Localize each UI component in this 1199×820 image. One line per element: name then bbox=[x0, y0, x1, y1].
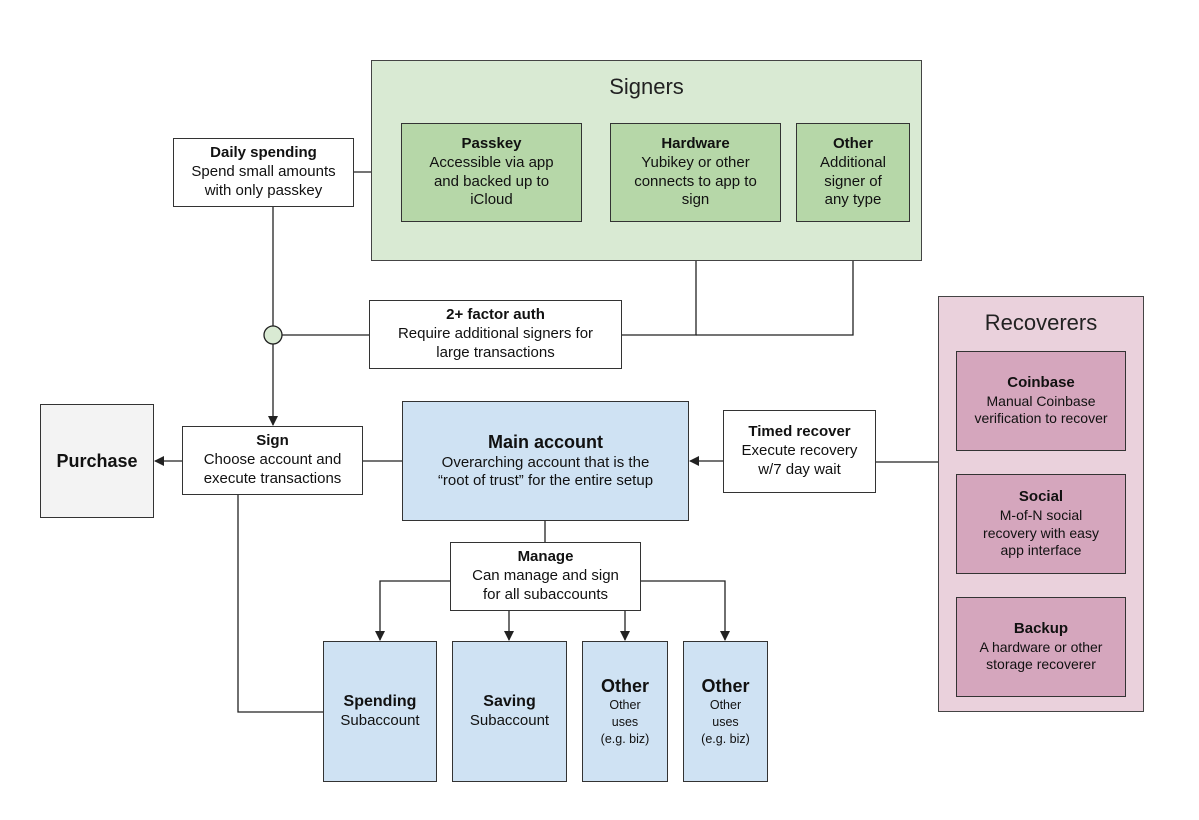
signer-other[interactable]: Other Additional signer of any type bbox=[796, 123, 910, 222]
arrow-manage-to-spending bbox=[375, 580, 450, 641]
recoverer-backup-desc: A hardware or other storage recoverer bbox=[979, 638, 1103, 673]
recoverer-coinbase-title: Coinbase bbox=[1007, 374, 1075, 392]
policy-sign-desc: Choose account and execute transactions bbox=[203, 451, 342, 487]
recoverer-backup[interactable]: Backup A hardware or other storage recov… bbox=[956, 597, 1126, 697]
signer-other-title: Other bbox=[832, 135, 873, 152]
policy-2fa-title: 2+ factor auth bbox=[446, 306, 545, 324]
subaccount-spending[interactable]: Spending Subaccount bbox=[323, 641, 437, 782]
subaccount-other-1-title: Other bbox=[600, 675, 649, 696]
policy-timed-title: Timed recover bbox=[748, 423, 851, 441]
junction-node bbox=[263, 325, 283, 345]
policy-timed-desc: Execute recovery w/7 day wait bbox=[741, 442, 858, 478]
policy-daily-title: Daily spending bbox=[210, 144, 317, 162]
main-account[interactable]: Main account Overarching account that is… bbox=[402, 401, 689, 521]
subaccount-other-2-title: Other bbox=[701, 675, 750, 696]
subaccount-other-2[interactable]: Other Other uses (e.g. biz) bbox=[683, 641, 768, 782]
recoverer-social[interactable]: Social M-of-N social recovery with easy … bbox=[956, 474, 1126, 574]
main-account-title: Main account bbox=[487, 432, 603, 452]
signers-group-title: Signers bbox=[609, 74, 684, 99]
signer-hardware-desc: Yubikey or other connects to app to sign bbox=[634, 153, 757, 209]
signer-passkey-desc: Accessible via app and backed up to iClo… bbox=[429, 153, 554, 209]
subaccount-other-1-desc: Other uses (e.g. biz) bbox=[600, 698, 650, 747]
subaccount-saving[interactable]: Saving Subaccount bbox=[452, 641, 567, 782]
policy-daily-spending[interactable]: Daily spending Spend small amounts with … bbox=[173, 138, 354, 207]
subaccount-other-1[interactable]: Other Other uses (e.g. biz) bbox=[582, 641, 668, 782]
policy-manage-title: Manage bbox=[517, 548, 574, 566]
signer-passkey-title: Passkey bbox=[461, 135, 522, 152]
recoverer-social-title: Social bbox=[1018, 488, 1064, 506]
policy-manage-desc: Can manage and sign for all subaccounts bbox=[472, 567, 619, 603]
policy-two-factor-auth[interactable]: 2+ factor auth Require additional signer… bbox=[369, 300, 622, 369]
policy-sign-title: Sign bbox=[256, 432, 289, 450]
policy-sign[interactable]: Sign Choose account and execute transact… bbox=[182, 426, 363, 495]
recoverer-coinbase[interactable]: Coinbase Manual Coinbase verification to… bbox=[956, 351, 1126, 451]
subaccount-other-2-desc: Other uses (e.g. biz) bbox=[701, 698, 750, 747]
recoverer-coinbase-desc: Manual Coinbase verification to recover bbox=[974, 392, 1108, 427]
recoverers-group-title: Recoverers bbox=[984, 310, 1098, 335]
subaccount-saving-desc: Subaccount bbox=[469, 712, 550, 730]
main-account-desc: Overarching account that is the “root of… bbox=[437, 453, 654, 490]
policy-manage[interactable]: Manage Can manage and sign for all subac… bbox=[450, 542, 641, 611]
signer-other-desc: Additional signer of any type bbox=[820, 153, 886, 209]
signer-hardware-title: Hardware bbox=[661, 135, 730, 152]
recoverer-social-desc: M-of-N social recovery with easy app int… bbox=[983, 507, 1099, 559]
subaccount-spending-desc: Subaccount bbox=[340, 712, 420, 730]
subaccount-spending-title: Spending bbox=[343, 693, 417, 711]
signer-passkey[interactable]: Passkey Accessible via app and backed up… bbox=[401, 123, 582, 222]
policy-timed-recover[interactable]: Timed recover Execute recovery w/7 day w… bbox=[723, 410, 876, 493]
line-sign-to-spending bbox=[237, 495, 323, 713]
arrow-manage-to-other2 bbox=[641, 580, 730, 641]
subaccount-saving-title: Saving bbox=[483, 693, 536, 711]
policy-daily-desc: Spend small amounts with only passkey bbox=[191, 163, 336, 199]
policy-2fa-desc: Require additional signers for large tra… bbox=[397, 325, 594, 361]
recoverer-backup-title: Backup bbox=[1013, 620, 1069, 638]
purchase-box[interactable]: Purchase bbox=[40, 404, 154, 518]
purchase-title: Purchase bbox=[56, 450, 138, 471]
signer-hardware[interactable]: Hardware Yubikey or other connects to ap… bbox=[610, 123, 781, 222]
